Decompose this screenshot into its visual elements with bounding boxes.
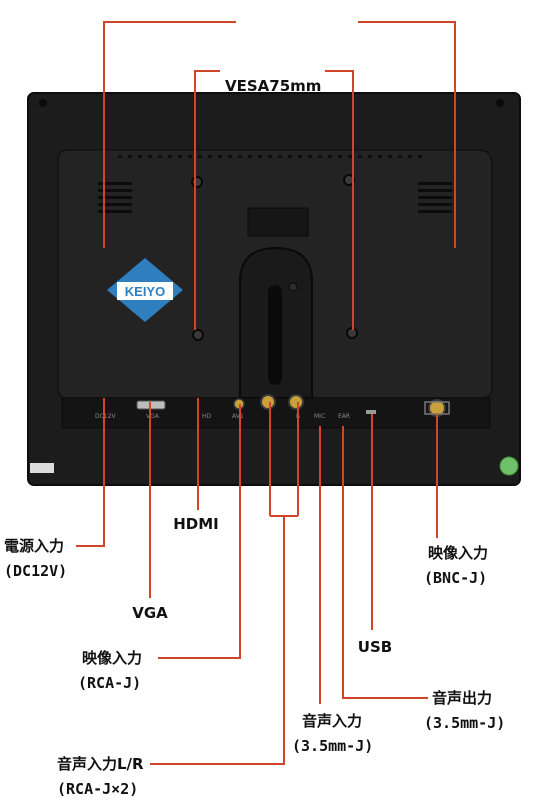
port-label: DC12V: [95, 413, 116, 420]
vga-label: VGA: [132, 604, 168, 622]
video-bnc-label: 映像入力: [428, 544, 489, 562]
speaker-grille-right: [418, 182, 452, 213]
label-plate: [247, 207, 309, 237]
power-input-label: 電源入力: [4, 537, 65, 555]
stand-screw: [288, 282, 298, 292]
power-input-spec: (DC12V): [4, 562, 68, 580]
audio-rca-label: 音声入力L/R: [57, 755, 144, 773]
port-label: VGA: [146, 413, 160, 420]
rca-audio-port-r: [288, 394, 304, 410]
speaker-grille-left: [98, 182, 132, 213]
rca-audio-port-l: [260, 394, 276, 410]
port-label: MIC: [314, 413, 325, 420]
vesa-hole: [192, 329, 204, 341]
video-rca-label: 映像入力: [82, 649, 143, 667]
video-rca-spec: (RCA-J): [78, 674, 142, 692]
corner-hole: [39, 99, 47, 107]
audio-output-spec: (3.5mm-J): [424, 714, 506, 732]
audio-input-label: 音声入力: [302, 712, 363, 730]
hdmi-label: HDMI: [173, 515, 219, 533]
vesa-hole: [191, 176, 203, 188]
usb-port: [366, 410, 376, 414]
audio-rca-spec: (RCA-J×2): [57, 780, 139, 798]
video-bnc-spec: (BNC-J): [424, 569, 488, 587]
sticker: [30, 463, 54, 473]
port-label: AV1: [232, 413, 244, 420]
audio-input-spec: (3.5mm-J): [292, 737, 374, 755]
vesa-label: VESA75mm: [225, 77, 322, 95]
top-vent: [118, 155, 422, 158]
port-label: HD: [202, 413, 212, 420]
corner-hole: [496, 99, 504, 107]
port-label: EAR: [338, 413, 350, 420]
leader-lines: [76, 21, 456, 765]
stand-slot: [268, 285, 282, 385]
usb-label: USB: [357, 638, 393, 656]
rubber-foot: [499, 456, 519, 476]
keiyo-logo: KEIYO: [107, 258, 183, 322]
audio-output-label: 音声出力: [432, 689, 493, 707]
connector-strip: [61, 397, 491, 429]
logo-text: KEIYO: [125, 284, 165, 299]
